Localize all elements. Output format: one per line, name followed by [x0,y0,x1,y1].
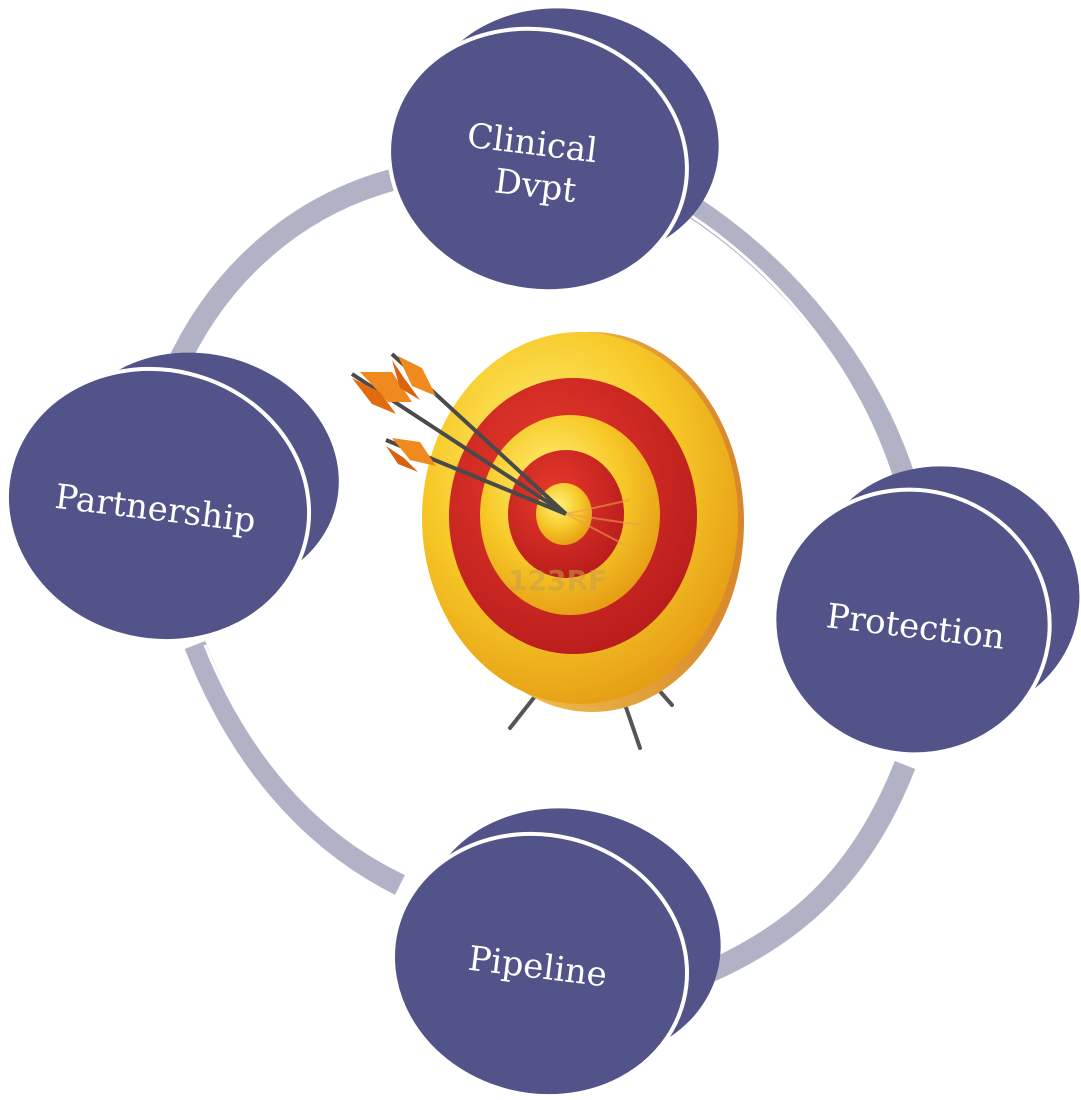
arrow-fletching-2 [398,356,436,396]
node-partnership: Partnership [4,352,339,644]
ring-segment-top-right [684,195,916,484]
ring-segment-bottom-left [184,640,405,895]
arrow-fletching-3b [386,446,418,472]
watermark-text: 123RF [508,564,607,597]
node-clinical-dvpt: Clinical Dvpt [387,8,719,294]
node-clinical-dvpt-circle [387,26,689,294]
node-pipeline: Pipeline [390,808,721,1099]
node-partnership-circle [4,366,312,644]
node-pipeline-circle [390,831,690,1099]
arrow-fletching-1b [352,378,396,414]
ring-segment-top-left [164,169,395,375]
node-protection: Protection [772,466,1080,757]
node-protection-circle [772,487,1052,757]
connector-ring [164,169,916,991]
ring-segment-bottom-right [685,760,916,991]
arrow-fletching-3 [392,438,436,466]
ring-highlight [203,213,895,874]
arrows [350,352,641,546]
arrow-fletching-1 [360,372,412,402]
target-image: 123RF [350,332,744,750]
